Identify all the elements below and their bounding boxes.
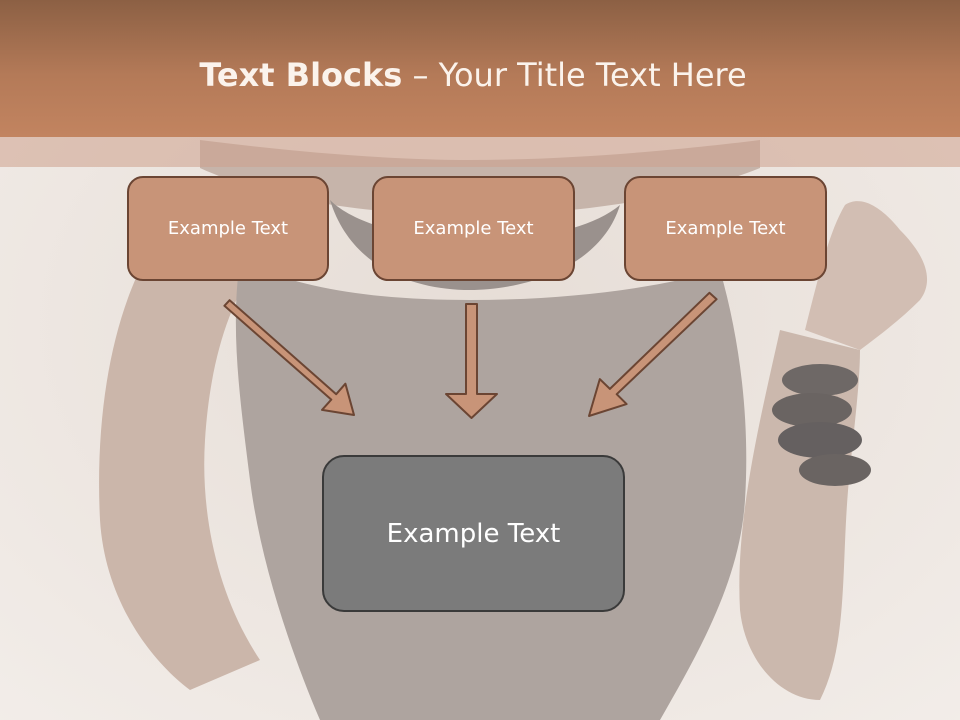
result-block[interactable]: Example Text [322, 455, 625, 612]
text-block-1-label: Example Text [167, 218, 289, 239]
arrow-middle [445, 303, 498, 419]
slide-title[interactable]: Text Blocks – Your Title Text Here [0, 55, 946, 95]
header-band [0, 137, 960, 167]
text-block-3[interactable]: Example Text [624, 176, 827, 281]
arrow-right [588, 291, 718, 417]
title-rest: Your Title Text Here [438, 56, 747, 94]
text-block-3-label: Example Text [665, 218, 786, 239]
title-separator: – [402, 56, 439, 94]
text-block-1[interactable]: Example Text [127, 176, 329, 281]
text-block-2-label: Example Text [413, 218, 534, 239]
header-bar [0, 0, 960, 137]
result-block-label: Example Text [386, 518, 561, 549]
arrow-left [223, 299, 355, 416]
title-bold: Text Blocks [199, 56, 403, 94]
text-block-2[interactable]: Example Text [372, 176, 575, 281]
